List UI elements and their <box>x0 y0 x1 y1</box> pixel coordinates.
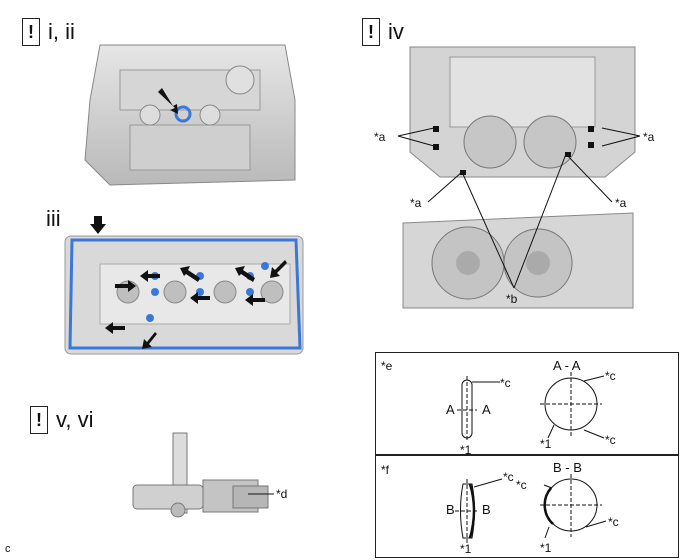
detail-f-callout-1-left: *1 <box>460 542 472 556</box>
step-iv-header: ! iv <box>362 18 404 46</box>
step-label: iv <box>388 19 404 44</box>
detail-e-letter-right: A <box>482 402 491 417</box>
detail-f-letter-left: B <box>446 502 455 517</box>
step-v-vi-header: ! v, vi <box>30 406 93 434</box>
caution-icon: ! <box>30 406 48 434</box>
step-label: i, ii <box>48 19 75 44</box>
callout-a-left-top: *a <box>374 130 386 144</box>
detail-e-callout-1-right: *1 <box>540 437 552 451</box>
callout-a-left-mid: *a <box>410 196 422 210</box>
step-label: v, vi <box>56 407 94 432</box>
callout-d: *d <box>276 487 288 501</box>
step-label: iii <box>46 206 61 231</box>
arrow-icon <box>90 216 287 349</box>
callout-a-right-top: *a <box>643 130 655 144</box>
detail-e-callout-c-bottom: *c <box>605 433 616 447</box>
detail-e-section: A - A <box>553 358 581 373</box>
detail-f-label: *f <box>381 463 390 477</box>
corner-code: c <box>5 543 11 555</box>
callout-b: *b <box>506 292 518 306</box>
step-i-ii-header: ! i, ii <box>22 18 75 46</box>
caution-icon: ! <box>22 18 40 46</box>
detail-f-callout-1-right: *1 <box>540 541 552 555</box>
detail-f-section: B - B <box>553 460 582 475</box>
engine-illustration-iv-bottom <box>402 212 634 309</box>
cylinder-head-cover-illustration <box>64 216 304 355</box>
detail-e-label: *e <box>381 359 393 373</box>
engine-illustration-i-ii <box>84 44 296 186</box>
detail-box-e <box>375 352 679 455</box>
detail-f-letter-right: B <box>482 502 491 517</box>
arrow-icon <box>158 88 178 114</box>
sensor-illustration <box>132 432 269 518</box>
detail-box-f <box>375 455 679 558</box>
detail-f-callout-c-left: *c <box>503 470 514 484</box>
detail-f-callout-c-right: *c <box>608 515 619 529</box>
step-iii-header: iii <box>46 206 61 232</box>
detail-e-callout-1-left: *1 <box>460 443 472 457</box>
engine-illustration-iv-top <box>409 46 636 178</box>
caution-icon: ! <box>362 18 380 46</box>
callout-a-right-mid: *a <box>615 196 627 210</box>
detail-e-letter-left: A <box>446 402 455 417</box>
highlighted-bolt <box>174 105 192 123</box>
detail-f-callout-c-mid: *c <box>516 478 527 492</box>
detail-e-callout-c-top: *c <box>605 369 616 383</box>
detail-e-callout-c-left: *c <box>500 376 511 390</box>
